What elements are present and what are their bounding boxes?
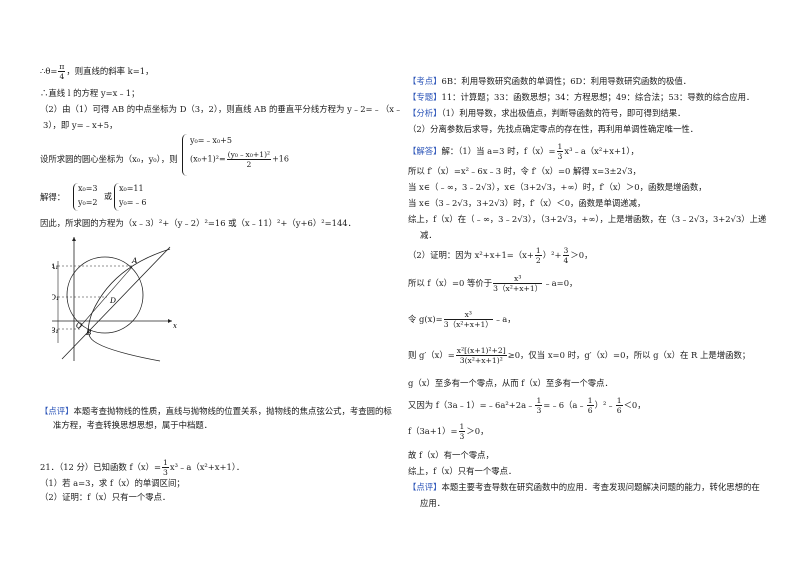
point-D1: D₁ — [52, 293, 59, 302]
part2-line2: 3），即 y=﹣x+5， — [43, 120, 118, 130]
jieda-line11: g（x）至多有一个零点，从而 f（x）至多有一个零点． — [408, 378, 613, 388]
brace — [182, 134, 188, 176]
fenxi-line2: （2）分离参数后求导，先找点确定零点的存在性，再利用单调性确定唯一性． — [408, 124, 699, 134]
comment-line1: 【点评】本题考查抛物线的性质，直线与抛物线的位置关系，抛物线的焦点弦公式，考查圆… — [40, 406, 392, 416]
comment-tag: 【点评】 — [40, 406, 74, 416]
center-setup: 设所求圆的圆心坐标为（x₀，y₀），则 — [40, 154, 178, 164]
brace — [114, 183, 120, 211]
point-B1: B₁ — [52, 326, 59, 335]
brace — [73, 183, 79, 211]
point-O: O — [76, 321, 82, 330]
circle-equation: 因此，所求圆的方程为（x﹣3）²+（y﹣2）²=16 或（x﹣11）²+（y+6… — [40, 218, 356, 228]
solution-x1: x₀=3 — [78, 184, 98, 193]
point-B: B — [85, 328, 92, 337]
geometry-figure: A A₁ D D₁ O B B₁ x — [52, 237, 177, 362]
jieda-line5: 综上，f（x）在（﹣∞，3﹣2√3），（3+2√3，+∞），上是增函数，在（3﹣… — [408, 214, 767, 224]
kaodian-line: 【考点】6B：利用导数研究函数的单调性；6D：利用导数研究函数的极值． — [408, 76, 692, 86]
fenxi-line: 【分析】（1）利用导数，求出极值点，判断导函数的符号，即可得到结果． — [408, 108, 686, 118]
jieda-line6: 减． — [420, 230, 437, 240]
dianping-line1: 【点评】本题主要考查导数在研究函数中的应用．考查发现问题解决问题的能力，转化思想… — [408, 482, 760, 492]
line-equation: ∴直线 l 的方程 y=x﹣1； — [40, 88, 140, 98]
point-A: A — [131, 256, 138, 265]
zhuanti-line: 【专题】11：计算题；33：函数思想；34：方程思想；49：综合法；53：导数的… — [408, 92, 755, 102]
solve-label: 解得： — [40, 192, 66, 202]
right-column: 【考点】6B：利用导数研究函数的单调性；6D：利用导数研究函数的极值． 【专题】… — [408, 0, 778, 565]
or-word: 或 — [104, 192, 112, 201]
dianping-line2: 应用． — [420, 498, 446, 508]
jieda-line15: 综上，f（x）只有一个零点． — [408, 466, 517, 476]
jieda-line14: 故 f（x）有一个零点， — [408, 450, 494, 460]
jieda-line2: 所以 f′（x）=x²﹣6x﹣3 时，令 f′（x）=0 解得 x=3±2√3， — [408, 166, 641, 176]
solution-x2: x₀=11 — [119, 184, 144, 193]
jieda-line3: 当 x∈（﹣∞，3﹣2√3），x∈（3+2√3，+∞）时，f′（x）＞0，函数是… — [408, 182, 707, 192]
jieda-line4: 当 x∈（3﹣2√3，3+2√3）时，f′（x）＜0，函数是单调递减， — [408, 198, 646, 208]
jieda-line10: 则 g′（x）=x²[(x+1)²+2]3(x²+x+1)²≥0，仅当 x=0 … — [408, 346, 751, 365]
solution-y2: y₀=﹣6 — [119, 198, 147, 207]
part2-line1: （2）由（1）可得 AB 的中点坐标为 D（3，2），则直线 AB 的垂直平分线… — [40, 104, 403, 114]
question-21-part1: （1）若 a=3，求 f（x）的单调区间； — [40, 478, 185, 488]
axis-x: x — [173, 322, 177, 330]
solution-y1: y₀=2 — [78, 198, 98, 207]
question-21-part2: （2）证明：f（x）只有一个零点． — [40, 492, 171, 502]
system-row-1: y₀=﹣x₀+5 — [190, 136, 232, 145]
point-D: D — [109, 296, 116, 305]
comment-line2: 准方程，考查转换思想思想，属于中档题． — [53, 420, 213, 430]
point-A1: A₁ — [52, 262, 58, 271]
